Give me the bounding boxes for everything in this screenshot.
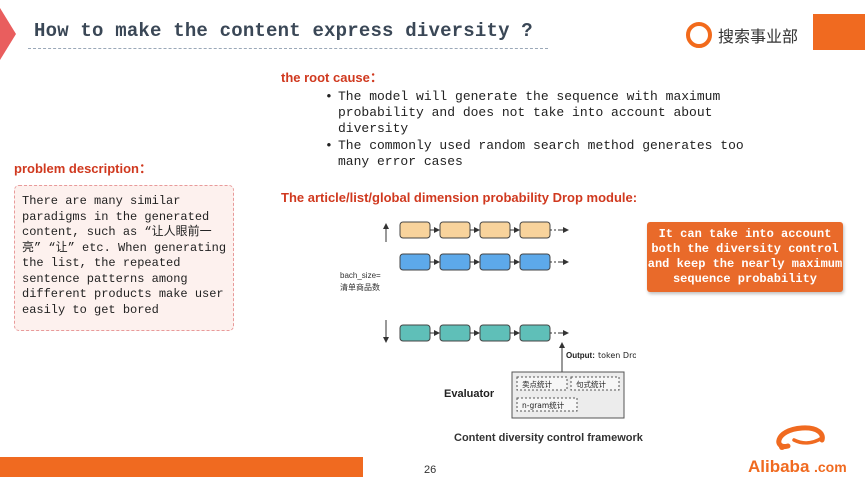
eval-item-box [516, 397, 578, 412]
seq-box [479, 221, 511, 239]
root-cause-label: the root cause： [281, 70, 383, 85]
output-value: token Drop概率 [598, 350, 636, 360]
seq-box [519, 253, 551, 271]
diagram-caption: Content diversity control framework [454, 432, 643, 444]
alibaba-wordmark: Alibaba [748, 457, 810, 476]
bach-size-cn-label: 清单商品数 [340, 282, 380, 292]
seq-box [479, 253, 511, 271]
eval-item-sentence-pattern: 句式统计 [576, 379, 606, 389]
eval-item-box [516, 376, 568, 391]
seq-box [399, 221, 431, 239]
sequence-row-2 [399, 253, 569, 271]
seq-box [519, 324, 551, 342]
drop-module-label: The article/list/global dimension probab… [281, 190, 638, 205]
sequence-row-1 [399, 221, 569, 239]
eval-item-box [570, 376, 620, 391]
seq-box [479, 324, 511, 342]
alibaba-smile-icon [776, 425, 825, 450]
root-cause-item: The model will generate the sequence wit… [322, 89, 762, 137]
page-number: 26 [424, 464, 437, 476]
org-name: 搜索事业部 [718, 27, 799, 46]
eval-item-selling-points: 卖点统计 [522, 379, 552, 389]
title-underline [28, 48, 548, 49]
root-cause-item: The commonly used random search method g… [322, 138, 762, 170]
seq-box [399, 253, 431, 271]
bach-size-label: bach_size= [340, 271, 381, 280]
seq-box [439, 324, 471, 342]
seq-box [439, 221, 471, 239]
alibaba-wordmark-suffix: .com [814, 459, 847, 475]
sequence-row-3 [399, 324, 569, 342]
diversity-framework-diagram: bach_size= 清单商品数 Output: token Drop概率 Ev… [340, 221, 636, 419]
slide-title: How to make the content express diversit… [34, 20, 533, 42]
eval-item-ngram: n-gram统计 [522, 400, 565, 410]
bottom-accent-bar [0, 457, 363, 477]
search-ring-icon [686, 22, 712, 48]
top-right-accent-block [813, 14, 865, 50]
seq-box [439, 253, 471, 271]
seq-box [519, 221, 551, 239]
seq-box [399, 324, 431, 342]
alibaba-logo: Alibaba .com [748, 425, 847, 476]
root-cause-list: The model will generate the sequence wit… [322, 89, 762, 171]
org-logo: 搜索事业部 [686, 20, 798, 50]
left-accent-tab [0, 8, 16, 60]
callout-box: It can take into account both the divers… [647, 222, 843, 292]
output-label: Output: [566, 351, 595, 360]
problem-description-label: problem description： [14, 161, 152, 176]
problem-description-box: There are many similar paradigms in the … [14, 185, 234, 331]
evaluator-label: Evaluator [444, 388, 495, 400]
